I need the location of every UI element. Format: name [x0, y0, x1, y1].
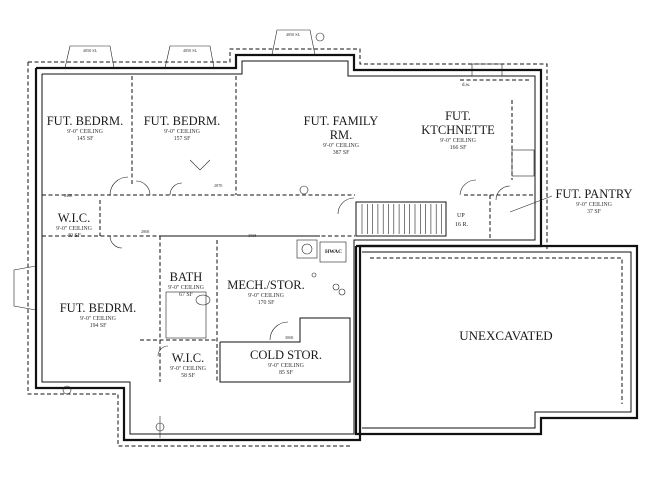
- room-area: 85 SF: [279, 370, 293, 376]
- room-name: KTCHNETTE: [421, 123, 495, 137]
- room-name: UNEXCAVATED: [459, 328, 552, 343]
- room-area: 37 SF: [587, 209, 601, 215]
- interior-partitions: [42, 76, 535, 383]
- room-area: 170 SF: [258, 300, 275, 306]
- room-ceiling-height: 9'-0" CEILING: [56, 226, 92, 232]
- svg-text:4050 SL: 4050 SL: [183, 48, 198, 53]
- room-ceiling-height: 9'-0" CEILING: [170, 366, 206, 372]
- room-name: COLD STOR.: [250, 348, 322, 362]
- svg-text:2870: 2870: [214, 183, 222, 188]
- svg-text:3068: 3068: [248, 233, 256, 238]
- room-name: BATH: [170, 270, 203, 284]
- door-swings: [109, 159, 511, 357]
- room-ceiling-height: 9'-0" CEILING: [440, 138, 476, 144]
- svg-text:3068: 3068: [285, 335, 293, 340]
- room-name: MECH./STOR.: [227, 278, 305, 292]
- room-name: W.I.C.: [58, 211, 91, 225]
- room-area: 194 SF: [90, 323, 107, 329]
- room-ceiling-height: 9'-0" CEILING: [67, 129, 103, 135]
- unexcavated-outline: [354, 244, 639, 436]
- room-ceiling-height: 9'-0" CEILING: [80, 316, 116, 322]
- room-ceiling-height: 9'-0" CEILING: [164, 129, 200, 135]
- room-ceiling-height: 9'-0" CEILING: [168, 285, 204, 291]
- room-name: FUT. PANTRY: [555, 187, 632, 201]
- room-ceiling-height: 9'-0" CEILING: [576, 202, 612, 208]
- room-area: 145 SF: [77, 136, 94, 142]
- windows: [13, 29, 316, 311]
- room-name: FUT. BEDRM.: [144, 114, 221, 128]
- room-area: 387 SF: [333, 150, 350, 156]
- dishwasher-label: d.w.: [462, 83, 470, 88]
- room-name: W.I.C.: [172, 351, 205, 365]
- callouts: [62, 32, 553, 438]
- svg-text:2468: 2468: [64, 193, 72, 198]
- room-ceiling-height: 9'-0" CEILING: [323, 143, 359, 149]
- hwac-label: HWAC: [325, 249, 342, 255]
- room-name: FUT. BEDRM.: [47, 114, 124, 128]
- staircase: [355, 201, 447, 237]
- room-area: 157 SF: [174, 136, 191, 142]
- svg-text:2868: 2868: [141, 229, 149, 234]
- room-name: RM.: [330, 128, 353, 142]
- room-area: 67 SF: [179, 292, 193, 298]
- room-name: FUT. FAMILY: [304, 114, 379, 128]
- room-area: 58 SF: [181, 373, 195, 379]
- room-name: FUT. BEDRM.: [60, 301, 137, 315]
- svg-text:4050 SL: 4050 SL: [286, 32, 301, 37]
- room-area: 40 SF: [67, 233, 81, 239]
- fixtures: [165, 63, 535, 339]
- dimension-labels: 4050 SL 4050 SL 4050 SL 2870 2468 2868 3…: [64, 32, 301, 340]
- room-ceiling-height: 9'-0" CEILING: [248, 293, 284, 299]
- room-ceiling-height: 9'-0" CEILING: [268, 363, 304, 369]
- svg-text:4050 SL: 4050 SL: [83, 48, 98, 53]
- misc-labels: HWAC UP 16 R. d.w.: [325, 83, 470, 255]
- stair-riser-count: 16 R.: [455, 222, 469, 228]
- room-area: 166 SF: [450, 145, 467, 151]
- room-name: FUT.: [445, 109, 471, 123]
- stair-up-label: UP: [457, 213, 465, 219]
